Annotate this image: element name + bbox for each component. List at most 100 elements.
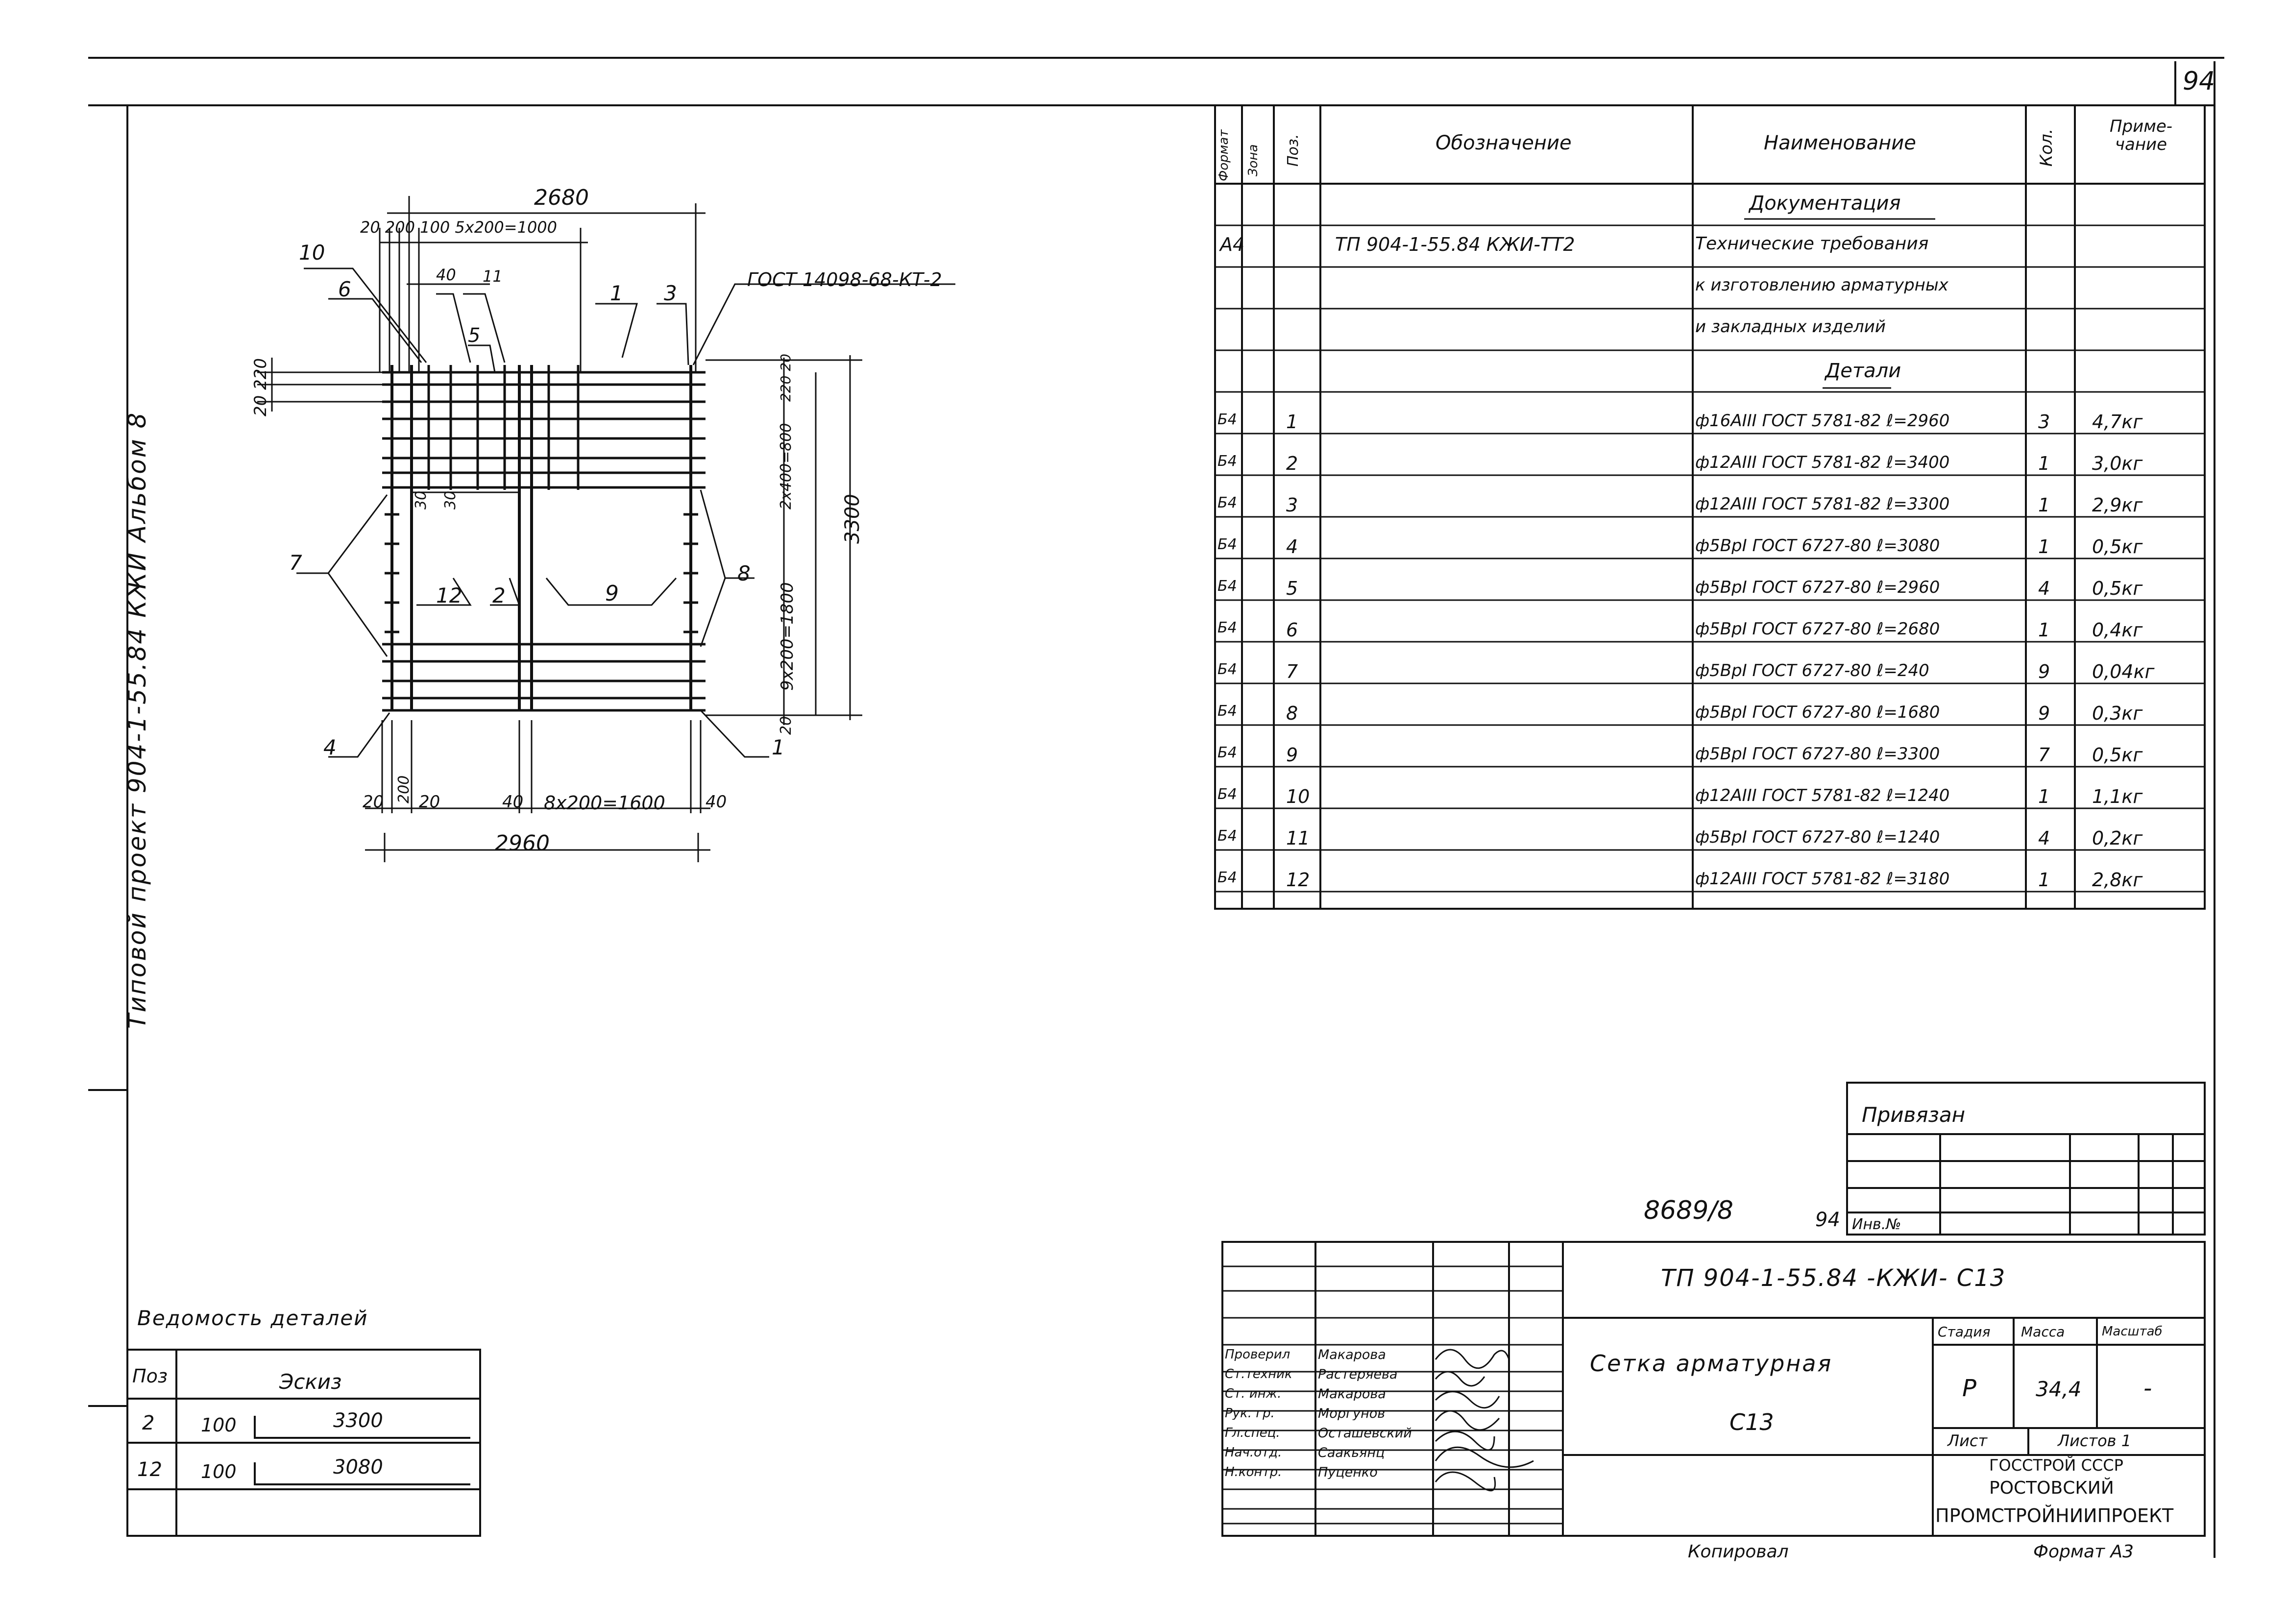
- row-name: ф12АIII ГОСТ 5781-82 ℓ=3400: [1695, 454, 1950, 471]
- callout-1-bottom: 1: [772, 735, 785, 759]
- vedomost-row-2-pos: 12: [137, 1458, 162, 1481]
- sheet-number: 94: [2183, 67, 2215, 96]
- side-stamp: Типовой проект 904-1-55.84 КЖИ Альбом 8: [123, 411, 151, 1029]
- callout-8: 8: [737, 561, 751, 585]
- callout-9: 9: [605, 581, 619, 606]
- row-note: 2,8кг: [2092, 871, 2143, 889]
- dim-top-total: 2680: [534, 185, 589, 210]
- row-pos: 11: [1286, 829, 1310, 848]
- callout-12: 12: [436, 583, 462, 607]
- row-qty: 7: [2038, 746, 2050, 764]
- vedomost-col-sketch: Эскиз: [279, 1370, 342, 1394]
- dim-top-parts: 20 200 100 5х200=1000: [360, 218, 558, 237]
- row-name: ф12АIII ГОСТ 5781-82 ℓ=3180: [1695, 871, 1950, 887]
- dim-right-big: 9х200=1800: [778, 582, 797, 691]
- doc-name-line-3: и закладных изделий: [1695, 318, 1886, 335]
- inv-label: Инв.№: [1852, 1216, 1901, 1233]
- header-designation: Обозначение: [1436, 132, 1572, 154]
- signature-role: Н.контр.: [1225, 1466, 1282, 1479]
- privyazan-label: Привязан: [1862, 1103, 1966, 1127]
- vedomost-row-2-b: 3080: [333, 1456, 383, 1479]
- row-pos: 8: [1286, 704, 1298, 723]
- vedomost-row-1-b: 3300: [333, 1409, 383, 1432]
- row-note: 0,04кг: [2092, 662, 2155, 681]
- dim-inner-30b: 30: [442, 490, 459, 509]
- signature-role: Ст. инж.: [1225, 1387, 1282, 1400]
- archive-sheet: 94: [1815, 1209, 1840, 1231]
- stage-value: Р: [1962, 1375, 1976, 1402]
- dim-40-top: 40: [436, 266, 456, 284]
- dim-bottom-part-4: 40: [502, 792, 524, 812]
- row-note: 3,0кг: [2092, 454, 2143, 473]
- scale-value: -: [2143, 1375, 2152, 1402]
- title-line-1: Сетка арматурная: [1590, 1350, 1833, 1377]
- row-pos: 5: [1286, 579, 1298, 598]
- signature-role: Нач.отд.: [1225, 1446, 1282, 1459]
- format-label: Формат А3: [2033, 1542, 2134, 1562]
- row-format: Б4: [1217, 412, 1237, 427]
- row-pos: 3: [1286, 496, 1298, 514]
- row-format: Б4: [1217, 454, 1237, 469]
- row-note: 0,5кг: [2092, 746, 2143, 764]
- row-format: Б4: [1217, 579, 1237, 594]
- doc-name-line-2: к изготовлению арматурных: [1695, 277, 1948, 293]
- row-pos: 12: [1286, 871, 1310, 889]
- signature-name: Растеряева: [1318, 1368, 1398, 1381]
- row-format: Б4: [1217, 621, 1237, 635]
- section-documentation: Документация: [1749, 192, 1901, 215]
- row-note: 0,4кг: [2092, 621, 2143, 639]
- scale-label: Масштаб: [2102, 1324, 2163, 1339]
- row-pos: 10: [1286, 787, 1310, 806]
- dim-inner-30a: 30: [413, 490, 430, 509]
- callout-4: 4: [323, 735, 337, 759]
- vedomost-row-1-a: 100: [201, 1414, 237, 1436]
- doc-format: А4: [1220, 234, 1245, 255]
- dim-bottom-part-2: 200: [395, 775, 413, 803]
- callout-1-top: 1: [610, 281, 623, 305]
- signature-role: Гл.спец.: [1225, 1427, 1280, 1439]
- gost-callout: ГОСТ 14098-68-КТ-2: [747, 269, 942, 291]
- row-name: ф5ВрI ГОСТ 6727-80 ℓ=1240: [1695, 829, 1940, 846]
- dim-bottom-part-6: 40: [706, 792, 727, 812]
- row-name: ф5ВрI ГОСТ 6727-80 ℓ=2960: [1695, 579, 1940, 596]
- org-line-2: РОСТОВСКИЙ: [1989, 1478, 2114, 1498]
- row-qty: 1: [2038, 871, 2050, 889]
- header-zone: Зона: [1246, 144, 1261, 176]
- dim-right-bottom: 20: [778, 716, 795, 735]
- signature-name: Пуценко: [1318, 1466, 1378, 1479]
- row-name: ф12АIII ГОСТ 5781-82 ℓ=3300: [1695, 496, 1950, 512]
- row-qty: 3: [2038, 412, 2050, 431]
- vedomost-title: Ведомость деталей: [137, 1306, 368, 1330]
- row-qty: 9: [2038, 662, 2050, 681]
- callout-10: 10: [299, 241, 325, 265]
- row-qty: 1: [2038, 454, 2050, 473]
- dim-right-total: 3300: [841, 494, 864, 544]
- row-note: 0,5кг: [2092, 579, 2143, 598]
- row-format: Б4: [1217, 829, 1237, 844]
- vedomost-col-pos: Поз: [132, 1365, 168, 1387]
- vedomost-row-1-pos: 2: [142, 1412, 155, 1434]
- row-pos: 4: [1286, 537, 1298, 556]
- row-format: Б4: [1217, 537, 1237, 552]
- callout-2: 2: [492, 583, 506, 607]
- dim-bottom-part-5: 8х200=1600: [544, 792, 665, 814]
- callout-5: 5: [468, 324, 481, 347]
- row-name: ф5ВрI ГОСТ 6727-80 ℓ=2680: [1695, 621, 1940, 637]
- org-line-3: ПРОМСТРОЙНИИПРОЕКТ: [1935, 1505, 2174, 1527]
- row-format: Б4: [1217, 746, 1237, 760]
- title-code: ТП 904-1-55.84 -КЖИ- С13: [1661, 1264, 2006, 1292]
- section-details: Детали: [1825, 360, 1901, 382]
- header-format: Формат: [1217, 129, 1231, 182]
- row-format: Б4: [1217, 704, 1237, 719]
- row-pos: 1: [1286, 412, 1298, 431]
- dim-right-mid: 2х400=800: [778, 423, 795, 510]
- signature-role: Ст.техник: [1225, 1368, 1292, 1381]
- row-note: 0,3кг: [2092, 704, 2143, 723]
- row-qty: 1: [2038, 621, 2050, 639]
- row-name: ф5ВрI ГОСТ 6727-80 ℓ=240: [1695, 662, 1929, 679]
- row-name: ф5ВрI ГОСТ 6727-80 ℓ=3080: [1695, 537, 1940, 554]
- mass-label: Масса: [2021, 1324, 2065, 1340]
- dim-bottom-part-1: 20: [363, 792, 384, 812]
- signature-name: Макарова: [1318, 1348, 1386, 1361]
- archive-number: 8689/8: [1644, 1196, 1733, 1225]
